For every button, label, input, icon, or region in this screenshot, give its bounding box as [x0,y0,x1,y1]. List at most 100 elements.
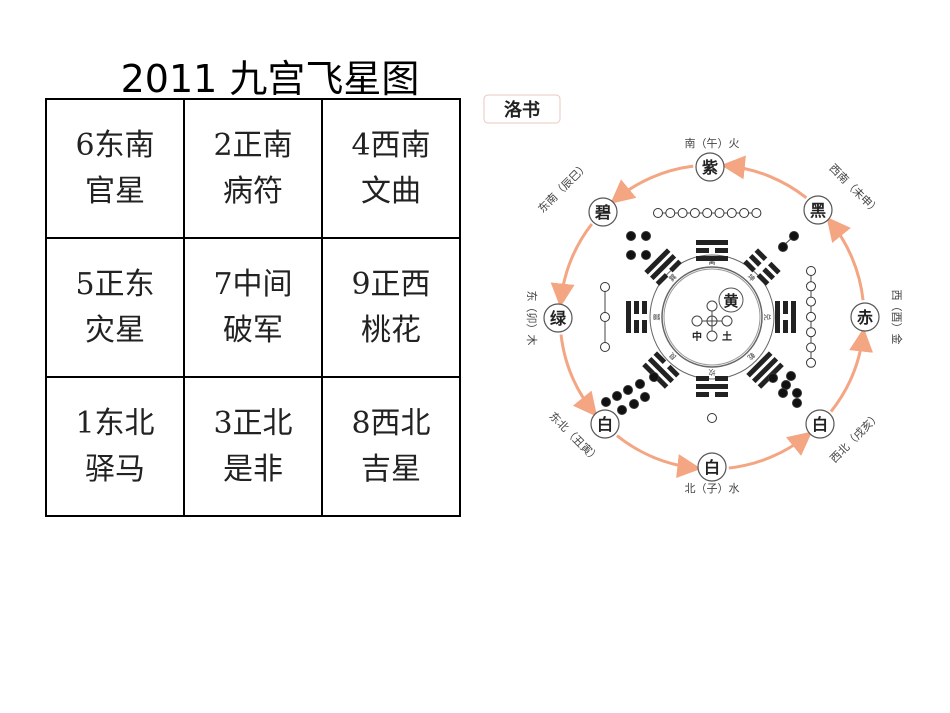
direction-se: 东南（辰巳） [536,160,592,216]
star-n: 白 [704,458,720,477]
label-box [483,94,561,124]
white-dot [806,311,816,322]
direction-n: 北（子）水 [685,482,740,495]
palace-direction: 7中间 [213,266,293,302]
ring-s: 离 [709,257,716,266]
star-nw: 白 [812,415,828,434]
direction-nw: 西北（戌亥） [827,409,884,466]
white-dot [600,342,610,352]
palace-star: 是非 [223,451,283,487]
palace-cell: 5正东灾星 [45,237,185,378]
star-node [805,409,835,439]
white-dot [689,208,700,218]
flow-arrow [550,223,593,308]
black-dot [635,379,645,389]
white-dot [600,282,610,292]
palace-direction: 9正西 [351,266,431,302]
direction-sw: 西南（未申） [827,162,883,218]
black-dot [768,373,778,383]
white-dot [726,208,737,218]
black-dot [641,250,651,260]
palace-star: 灾星 [85,312,145,348]
flow-arrow [728,431,813,470]
flow-arrow [616,434,702,479]
direction-w: 西（酉）金 [890,290,904,345]
white-dot [665,208,676,218]
white-dot [707,413,717,423]
star-e: 绿 [550,309,567,328]
black-dot [786,371,796,381]
white-dot [806,327,816,338]
white-dot [806,296,816,307]
palace-cell: 1东北驿马 [45,376,185,517]
palace-direction: 5正东 [75,266,155,302]
star-node [588,197,618,227]
palace-star: 破军 [223,312,283,348]
star-node [850,302,880,332]
palace-direction: 4西南 [351,127,431,163]
flow-arrow [829,327,874,413]
palace-cell: 8西北吉星 [321,376,461,517]
ring-n: 坎 [709,368,716,377]
page-title: 2011 九宫飞星图 [120,57,420,101]
palace-direction: 3正北 [213,405,293,441]
outer-ring [649,254,775,380]
center-left-label: 中 [692,330,702,343]
black-dot [640,392,650,402]
white-dot [600,312,610,322]
palace-cell: 4西南文曲 [321,98,461,239]
black-dot [612,391,622,401]
white-dot [739,208,750,218]
direction-e: 东（卯）木 [525,291,538,346]
palace-star: 桃花 [361,312,421,348]
palace-star: 文曲 [361,173,421,209]
black-dot [623,385,633,395]
palace-direction: 6东南 [75,127,155,163]
white-dot [714,208,725,218]
black-dot [778,388,788,398]
black-dot [792,398,802,408]
black-dot [601,397,611,407]
black-dot [778,242,788,252]
black-dot [629,399,639,409]
palace-cell: 9正西桃花 [321,237,461,378]
luoshu-diagram: 洛书紫黑赤白白白绿碧南（午）火北（子）水东（卯）木西（酉）金东南（辰巳）西南（未… [483,94,904,495]
center-dot [706,330,718,342]
trigram [696,240,728,261]
direction-s: 南（午）火 [685,137,740,150]
white-dot [677,208,688,218]
white-dot [702,208,713,218]
white-dot [751,208,762,218]
white-dot [806,266,816,276]
center-dot [706,300,718,312]
white-dot [806,281,816,292]
palace-direction: 1东北 [75,405,155,441]
center-dot [721,315,733,327]
palace-cell: 2正南病符 [183,98,323,239]
star-node [697,452,727,482]
inner-ring-2 [663,268,761,366]
ring-e: 震 [653,314,661,321]
star-node [803,195,833,225]
trigram [696,376,728,397]
diagram-label: 洛书 [504,99,540,121]
star-center: 黄 [723,292,738,310]
palace-star: 吉星 [361,451,421,487]
ring-ne: 艮 [668,351,679,362]
white-dot [806,342,816,353]
center-right-label: 土 [722,330,732,343]
black-dot [649,372,659,382]
palace-star: 病符 [223,173,283,209]
palace-star: 驿马 [85,451,145,487]
center-dot [691,315,703,327]
inner-ring [661,266,763,368]
center-node [718,287,744,313]
flow-arrow [559,334,598,417]
trigram [775,301,796,333]
ring-sw: 坤 [746,272,757,283]
ring-se: 巽 [668,273,679,284]
trigram [743,248,781,286]
palace-star: 官星 [85,173,145,209]
